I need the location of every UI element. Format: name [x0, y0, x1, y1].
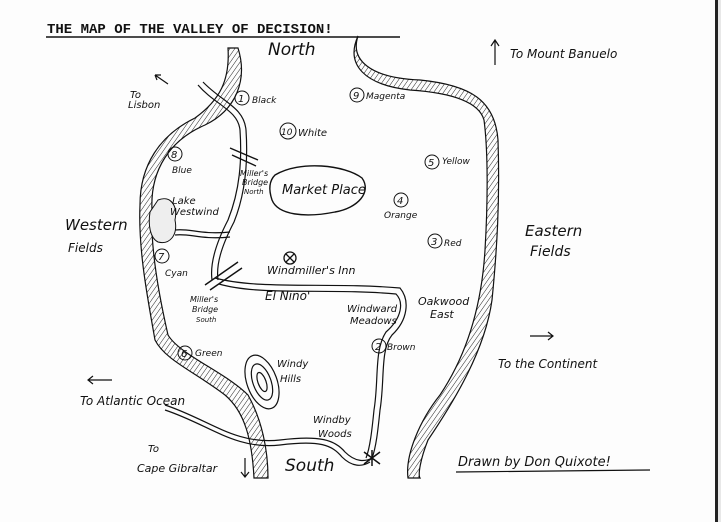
lake-label-line1: Lake — [172, 196, 196, 207]
map-title: THE MAP OF THE VALLEY OF DECISION! — [47, 22, 333, 38]
marker-2: 2 Brown — [371, 338, 416, 354]
svg-text:White: White — [298, 128, 327, 139]
svg-text:Orange: Orange — [384, 211, 418, 221]
oakwood-east-line1: Oakwood — [418, 295, 470, 308]
windby-woods-line2: Woods — [318, 429, 352, 440]
star-mark — [363, 450, 381, 466]
oakwood-east-line2: East — [430, 308, 454, 321]
windmill-inn-icon — [283, 251, 297, 265]
marker-5: 5 Yellow — [424, 154, 471, 170]
marker-9: 9 Magenta — [349, 87, 405, 103]
scan-border — [715, 0, 718, 522]
svg-text:10: 10 — [281, 128, 293, 138]
bridges — [204, 147, 259, 291]
bridge-south-line3: South — [196, 316, 216, 324]
western-fields-line1: Western — [65, 216, 128, 234]
svg-text:7: 7 — [158, 252, 165, 263]
svg-text:3: 3 — [431, 237, 437, 248]
svg-text:Brown: Brown — [387, 343, 416, 353]
to-gibraltar-line1: To — [148, 444, 159, 455]
bridge-north-line3: North — [244, 188, 264, 196]
windy-hills-contours — [244, 354, 280, 410]
credit-signature: Drawn by Don Quixote! — [458, 455, 611, 470]
scan-border-shadow — [718, 0, 721, 522]
bridge-north-line2: Bridge — [242, 178, 268, 187]
eastern-fields-line1: Eastern — [525, 222, 582, 240]
direction-arrows — [87, 38, 554, 478]
windby-woods-line1: Windby — [313, 415, 352, 426]
arrow-northwest-icon — [154, 74, 169, 85]
to-the-continent: To the Continent — [498, 357, 598, 371]
svg-text:Magenta: Magenta — [366, 92, 405, 102]
marker-1: 1 Black — [234, 90, 277, 106]
to-gibraltar-line2: Cape Gibraltar — [137, 462, 219, 475]
windward-meadows-line2: Meadows — [350, 316, 397, 327]
svg-text:1: 1 — [238, 94, 244, 105]
svg-text:Red: Red — [444, 239, 462, 249]
arrow-right-icon — [530, 331, 554, 341]
bridge-south-line1: Miller's — [190, 295, 218, 304]
to-mount-banuelo: To Mount Banuelo — [510, 47, 617, 61]
svg-text:9: 9 — [353, 91, 359, 102]
svg-text:5: 5 — [428, 158, 434, 169]
windmillers-inn-label: Windmiller's Inn — [267, 264, 356, 277]
western-fields-line2: Fields — [68, 241, 103, 255]
to-atlantic-ocean: To Atlantic Ocean — [80, 394, 185, 408]
svg-text:Green: Green — [195, 349, 223, 359]
el-nino-label: El Nino' — [265, 289, 310, 303]
marker-10: 10 White — [279, 122, 327, 140]
lake-westwind — [148, 198, 177, 244]
western-cliff — [139, 47, 269, 479]
south-label: South — [285, 456, 334, 476]
svg-text:6: 6 — [181, 349, 187, 360]
svg-text:Black: Black — [252, 96, 277, 106]
svg-text:8: 8 — [171, 150, 177, 161]
marker-6: 6 Green — [177, 345, 223, 361]
arrow-left-icon — [87, 375, 112, 385]
lake-label-line2: Westwind — [170, 207, 219, 218]
eastern-cliff — [353, 35, 500, 479]
marker-3: 3 Red — [427, 233, 462, 249]
credit-underline — [455, 469, 651, 473]
bridge-north-line1: Miller's — [240, 169, 268, 178]
market-place-label: Market Place — [282, 183, 366, 198]
windward-meadows-line1: Windward — [347, 304, 398, 315]
north-label: North — [268, 40, 316, 60]
svg-text:4: 4 — [397, 196, 403, 207]
svg-text:2: 2 — [375, 342, 381, 353]
svg-text:Yellow: Yellow — [442, 157, 471, 167]
svg-text:Blue: Blue — [172, 166, 192, 176]
svg-text:Cyan: Cyan — [165, 269, 188, 279]
windy-hills-line1: Windy — [277, 359, 309, 370]
arrow-up-icon — [490, 38, 500, 65]
to-lisbon-line2: Lisbon — [128, 100, 160, 111]
arrow-down-icon — [240, 458, 250, 478]
market-place-area — [269, 165, 366, 216]
to-lisbon-line1: To — [130, 90, 141, 101]
eastern-fields-line2: Fields — [530, 244, 571, 260]
bridge-south-line2: Bridge — [192, 305, 218, 314]
roads — [164, 81, 407, 466]
windy-hills-line2: Hills — [280, 374, 301, 385]
